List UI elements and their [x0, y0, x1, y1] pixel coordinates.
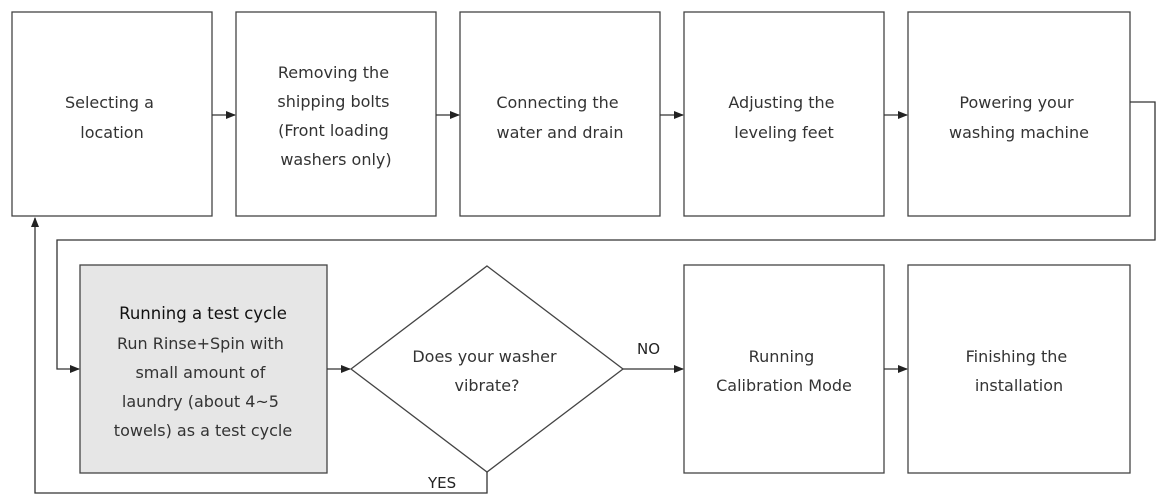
step-finishing-box	[907, 264, 1131, 474]
text-line: Does your washer	[412, 347, 557, 366]
step-powering-box	[907, 11, 1131, 217]
step-calibration-box	[683, 264, 885, 474]
decision-text: Does your washer vibrate?	[412, 347, 561, 395]
text-line: Running	[749, 347, 815, 366]
text-line: small amount of	[135, 363, 265, 382]
step-selecting-location-box	[11, 11, 213, 217]
text-line: Connecting the	[496, 93, 618, 112]
text-line: installation	[975, 376, 1063, 395]
text-line: Removing the	[278, 63, 389, 82]
text-line: vibrate?	[454, 376, 519, 395]
arrow-power-to-test	[56, 101, 1156, 373]
text-line: towels) as a test cycle	[114, 421, 292, 440]
step-connecting-water-text: Connecting the water and drain	[496, 93, 623, 142]
text-line: Selecting a	[65, 93, 154, 112]
branch-yes-label: YES	[427, 474, 456, 492]
text-line: Calibration Mode	[716, 376, 852, 395]
text-line: Powering your	[959, 93, 1074, 112]
branch-no-label: NO	[637, 340, 660, 358]
arrow-decision-yes-loop	[31, 217, 488, 494]
decision-diamond	[349, 265, 625, 473]
text-line: washers only)	[280, 150, 391, 169]
step-removing-bolts-box	[235, 11, 437, 217]
step-adjusting-feet-text: Adjusting the leveling feet	[728, 93, 839, 142]
text-line: Finishing the	[966, 347, 1068, 366]
step-powering-text: Powering your washing machine	[949, 93, 1089, 142]
step-removing-bolts-text: Removing the shipping bolts (Front loadi…	[277, 63, 394, 169]
step-finishing-text: Finishing the installation	[966, 347, 1073, 395]
text-line: Run Rinse+Spin with	[117, 334, 284, 353]
text-line: shipping bolts	[277, 92, 389, 111]
text-line: laundry (about 4~5	[122, 392, 279, 411]
step-test-cycle-title: Running a test cycle	[119, 304, 287, 323]
step-selecting-location-text: Selecting a location	[65, 93, 159, 142]
text-line: water and drain	[497, 123, 624, 142]
text-line: leveling feet	[734, 123, 833, 142]
text-line: washing machine	[949, 123, 1089, 142]
step-adjusting-feet-box	[683, 11, 885, 217]
text-line: Adjusting the	[728, 93, 834, 112]
text-line: (Front loading	[278, 121, 389, 140]
step-test-cycle-body: Run Rinse+Spin with small amount of laun…	[114, 334, 292, 440]
step-connecting-water-box	[459, 11, 661, 217]
text-line: location	[80, 123, 143, 142]
step-test-cycle-box	[79, 264, 328, 474]
step-calibration-text: Running Calibration Mode	[716, 347, 852, 395]
